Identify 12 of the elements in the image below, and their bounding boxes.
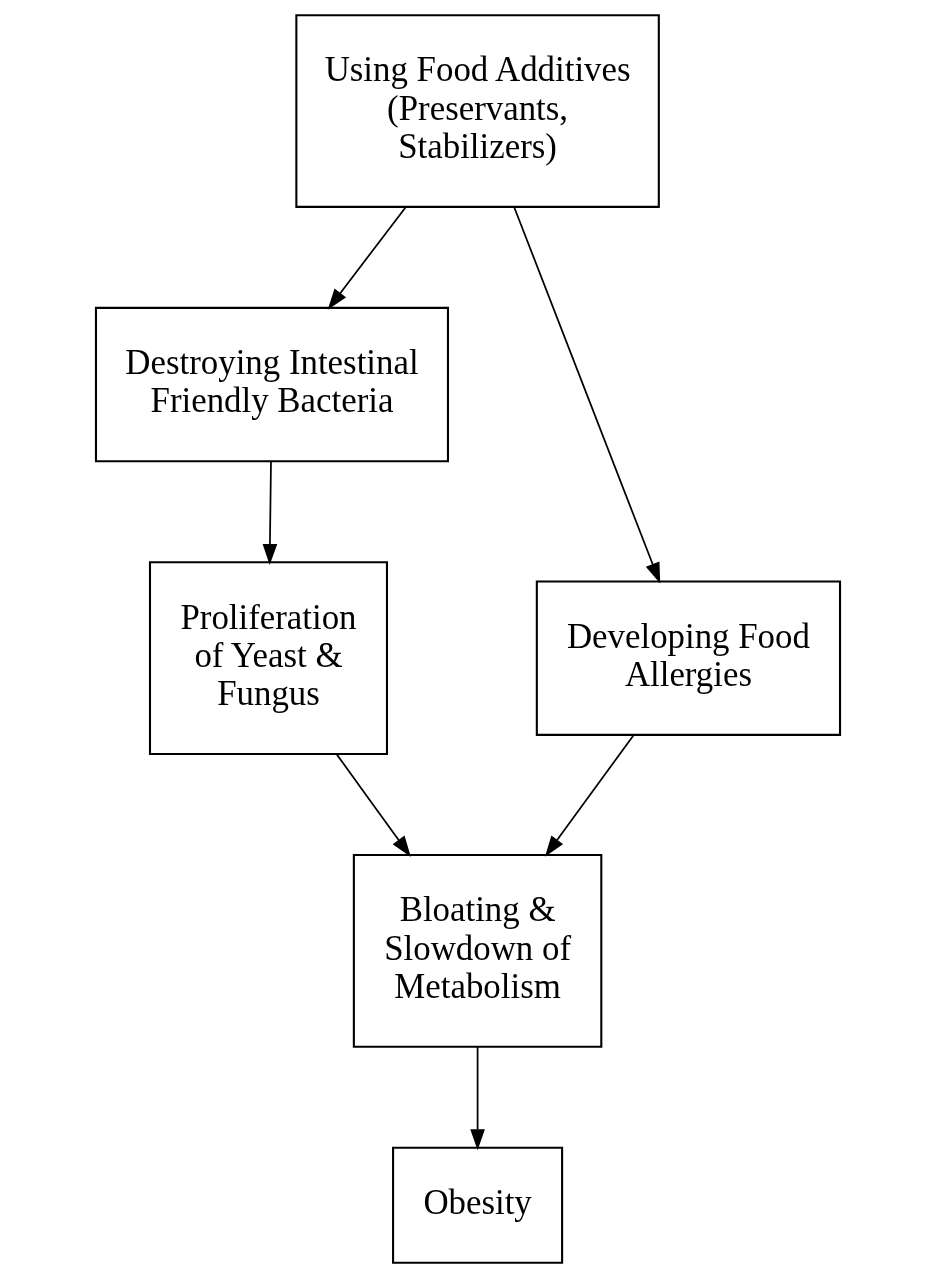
arrow (470, 1045, 485, 1151)
arrow (336, 753, 411, 857)
node-box: Using Food Additives (Preservants, Stabilizers) (295, 14, 660, 208)
arrow (262, 460, 278, 565)
arrow (327, 206, 407, 310)
arrow (544, 734, 635, 857)
node-box: Bloating & Slowdown of Metabolism (352, 854, 603, 1048)
node-box: Developing Food Allergies (535, 580, 842, 736)
node-box: Destroying Intestinal Friendly Bacteria (94, 306, 449, 463)
node-box: Obesity (392, 1146, 564, 1264)
arrow (513, 206, 661, 584)
node-box: Proliferation of Yeast & Fungus (148, 561, 388, 756)
